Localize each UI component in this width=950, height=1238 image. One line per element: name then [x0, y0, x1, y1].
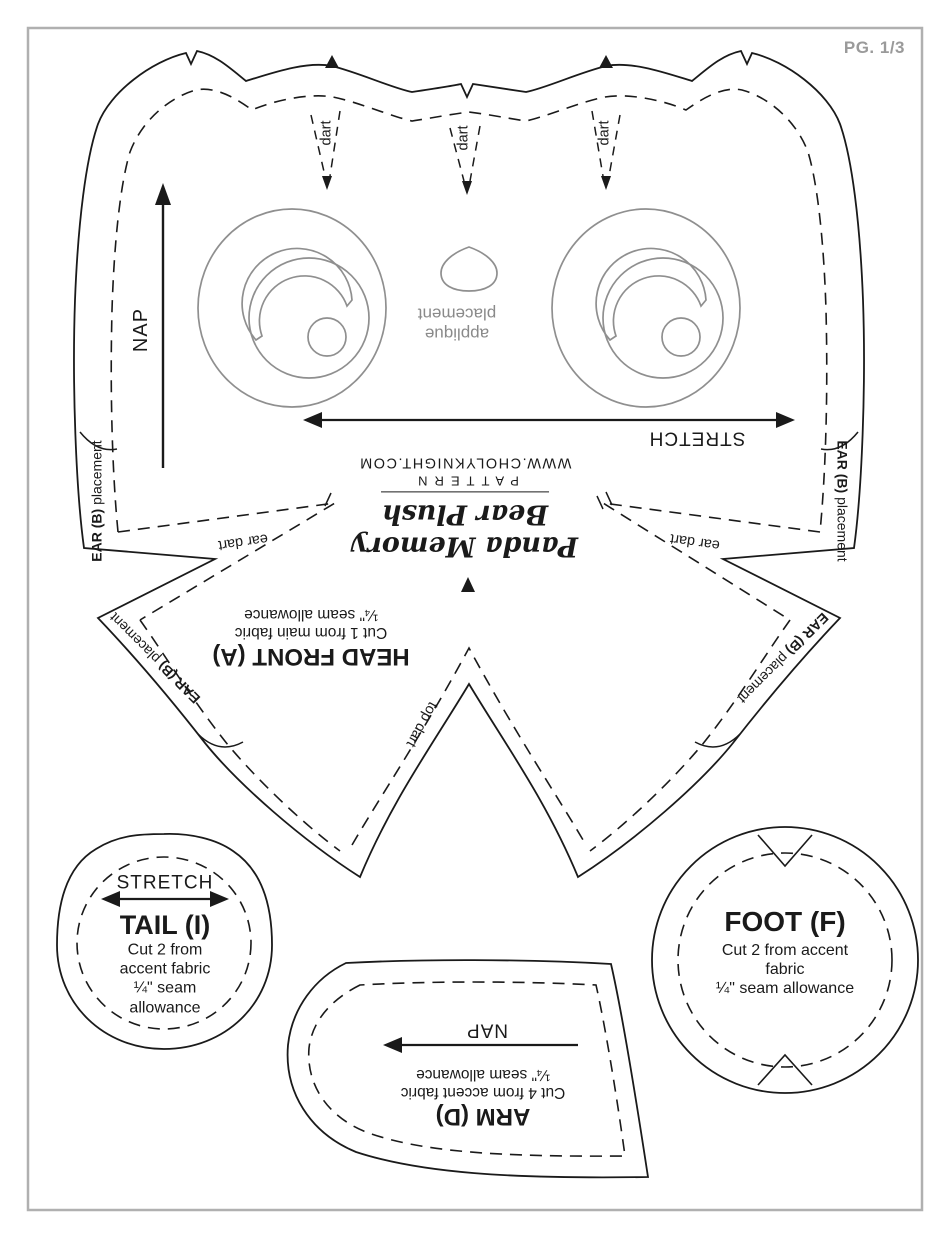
ear-placement-arcs: [79, 431, 859, 748]
arm-cut-instruction: Cut 4 from accent fabric: [400, 1084, 566, 1102]
applique-placement-label: applique placement: [417, 304, 497, 344]
tail-stretch-label: STRETCH: [116, 872, 214, 894]
top-darts-dashed: [310, 110, 621, 182]
stretch-arrow: [303, 412, 795, 428]
head-stretch-label: STRETCH: [648, 427, 746, 449]
tail-seam-line: [76, 856, 252, 1030]
pattern-title-line2: Bear Plush: [381, 497, 549, 529]
head-outline: [73, 49, 865, 879]
arm-seam-instruction: ¼" seam allowance: [416, 1065, 550, 1083]
arm-piece-name: ARM (D): [435, 1102, 531, 1130]
tail-cut-block: Cut 2 from accent fabric ¼" seam allowan…: [119, 941, 211, 1017]
eye-patch-right: [551, 208, 741, 408]
tail-piece: [56, 833, 273, 1050]
foot-piece: [651, 826, 919, 1094]
pattern-word: PATTERN: [411, 473, 519, 489]
arm-nap-label: NAP: [465, 1019, 509, 1041]
head-piece-name: HEAD FRONT (A): [212, 642, 410, 670]
foot-outline: [651, 826, 919, 1094]
ear-placement-label-right: EAR (B) placement: [834, 440, 851, 562]
arm-seam-line: [307, 981, 626, 1157]
foot-cut-block: Cut 2 from accent fabric ¼" seam allowan…: [715, 942, 855, 998]
tail-piece-name: TAIL (I): [119, 909, 211, 940]
title-divider: [381, 491, 550, 493]
page-border: [26, 26, 924, 1212]
website-url: WWW.CHOLYKNIGHT.COM: [358, 454, 572, 471]
tail-stretch-arrow: [101, 891, 229, 907]
dart-point-arrows: [322, 176, 611, 195]
nap-arrow: [155, 183, 171, 468]
arm-outline: [286, 959, 650, 1179]
dart-label-right: dart: [596, 120, 613, 146]
head-seam-instruction: ¼" seam allowance: [244, 605, 378, 623]
eye-patch-left: [197, 208, 387, 408]
arm-name-block: ARM (D) Cut 4 from accent fabric ¼" seam…: [401, 1064, 566, 1130]
applique-placement-shapes: [197, 208, 741, 408]
foot-notches: [757, 834, 813, 1086]
arm-piece: [286, 959, 650, 1179]
nose-shape: [440, 246, 498, 292]
page-number: PG. 1/3: [843, 38, 905, 57]
foot-piece-name: FOOT (F): [724, 906, 846, 938]
ear-placement-label-left: EAR (B) placement: [88, 440, 105, 562]
head-nap-label: NAP: [130, 307, 152, 353]
dart-label-center: dart: [455, 125, 472, 151]
pattern-title-block: Panda Memory Bear Plush PATTERN WWW.CHOL…: [351, 453, 579, 562]
dart-label-left: dart: [318, 120, 335, 146]
tail-outline: [56, 833, 273, 1050]
notch-marks: [324, 55, 613, 592]
head-seam-line: [110, 88, 828, 852]
foot-seam-line: [677, 852, 893, 1068]
pattern-title-line1: Panda Memory: [351, 530, 579, 562]
head-cut-instruction: Cut 1 from main fabric: [234, 624, 388, 642]
head-front-piece: [73, 49, 865, 879]
arm-nap-arrow: [383, 1037, 578, 1053]
head-name-block: HEAD FRONT (A) Cut 1 from main fabric ¼"…: [212, 604, 409, 670]
